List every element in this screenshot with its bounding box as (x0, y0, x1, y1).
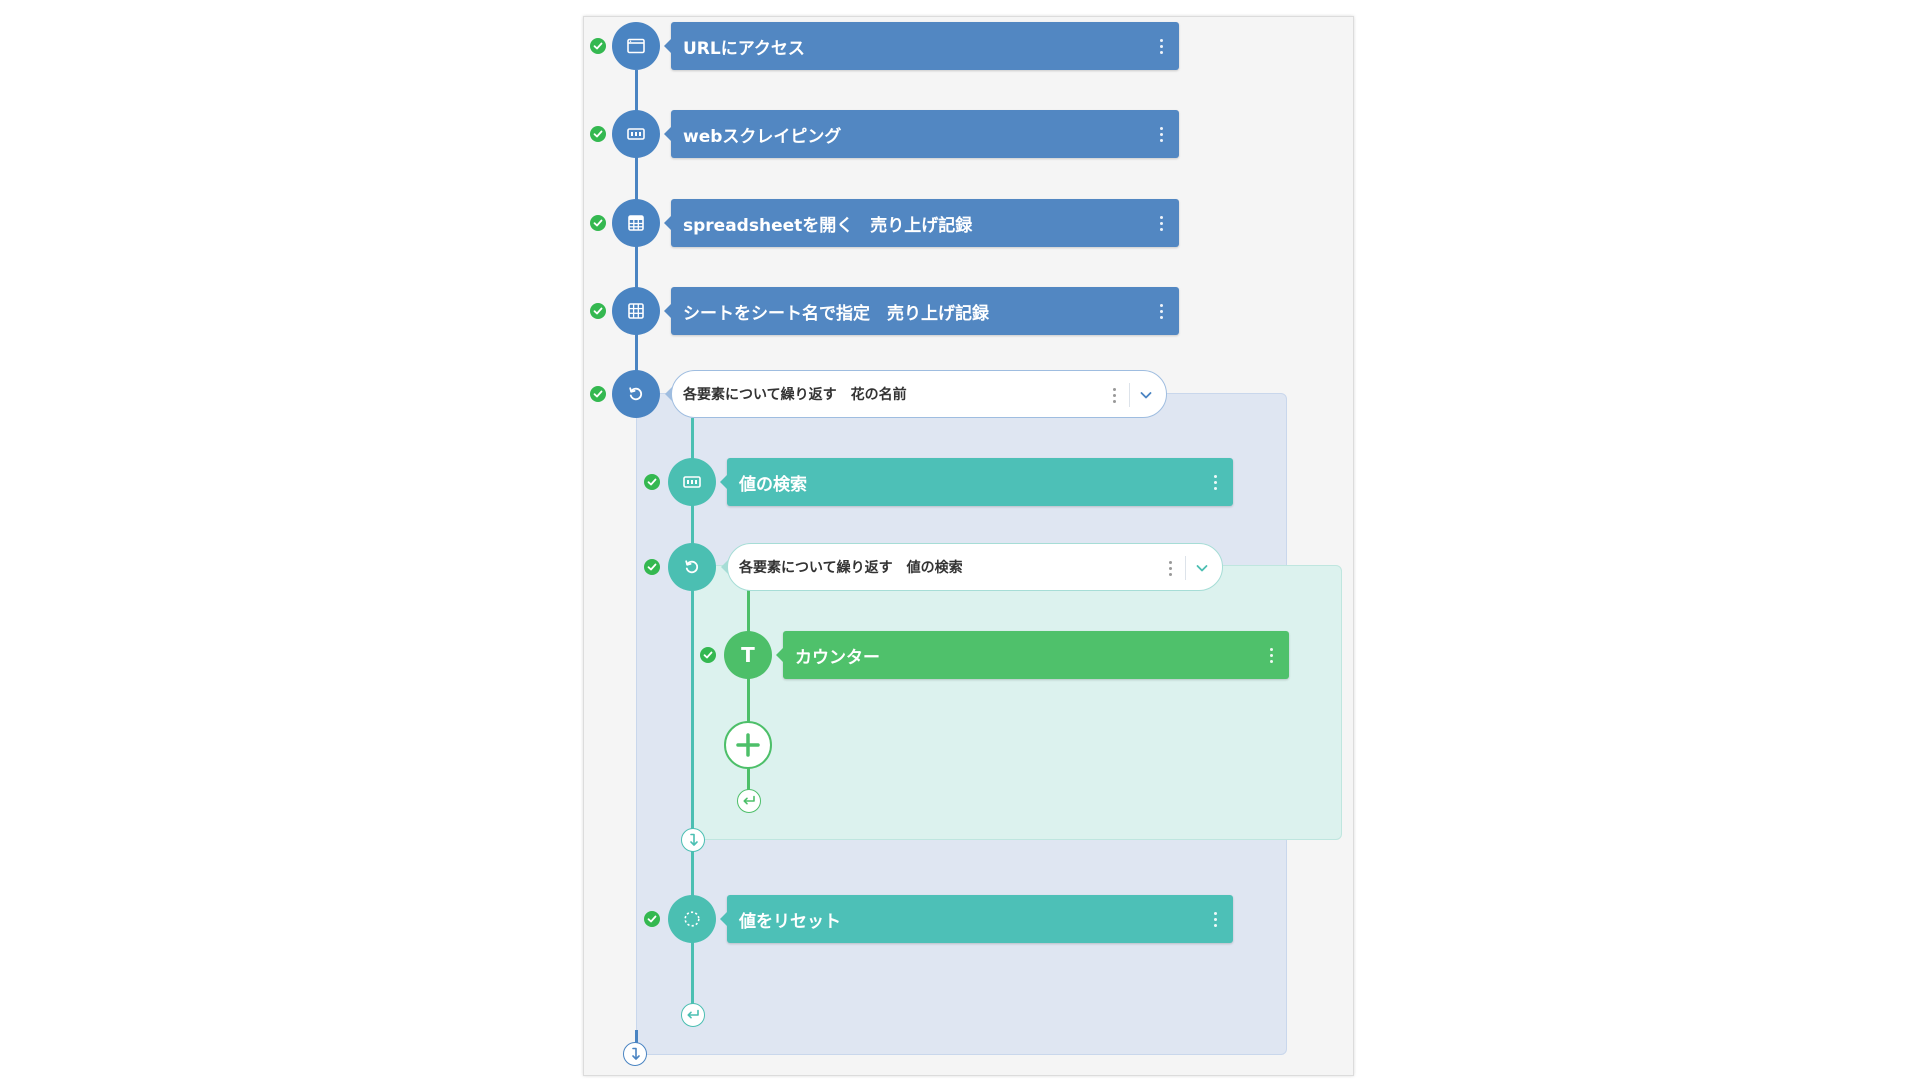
more-menu-icon[interactable] (1162, 556, 1178, 580)
step-open-spreadsheet[interactable]: spreadsheetを開く 売り上げ記録 (664, 199, 1179, 247)
step-check-icon (644, 911, 660, 927)
outer-loop-connector-line (691, 418, 694, 1020)
more-menu-icon[interactable] (1153, 122, 1169, 146)
step-check-icon (590, 215, 606, 231)
step-counter[interactable]: カウンター (776, 631, 1289, 679)
divider (1129, 383, 1130, 407)
loop-label: 各要素について繰り返す 花の名前 (683, 387, 907, 403)
step-check-icon (700, 647, 716, 663)
step-check-icon (590, 303, 606, 319)
scraping-icon[interactable] (612, 110, 660, 158)
step-label: URLにアクセス (683, 38, 805, 59)
chevron-down-icon[interactable] (1138, 387, 1154, 403)
more-menu-icon[interactable] (1153, 34, 1169, 58)
step-check-icon (644, 559, 660, 575)
step-check-icon (590, 126, 606, 142)
step-url-access[interactable]: URLにアクセス (664, 22, 1179, 70)
dotted-circle-icon[interactable] (668, 895, 716, 943)
more-menu-icon[interactable] (1263, 643, 1279, 667)
step-label: 値の検索 (739, 474, 807, 495)
outer-loop-header[interactable]: 各要素について繰り返す 花の名前 (665, 370, 1167, 418)
inner-loop-region (692, 565, 1342, 840)
step-label: webスクレイピング (683, 126, 842, 147)
more-menu-icon[interactable] (1153, 211, 1169, 235)
step-label: シートをシート名で指定 売り上げ記録 (683, 303, 989, 324)
outer-loop-exit-icon[interactable] (623, 1042, 647, 1066)
more-menu-icon[interactable] (1106, 383, 1122, 407)
inner-loop-header[interactable]: 各要素について繰り返す 値の検索 (721, 543, 1223, 591)
more-menu-icon[interactable] (1207, 907, 1223, 931)
inner-loop-exit-icon[interactable] (681, 828, 705, 852)
step-select-sheet[interactable]: シートをシート名で指定 売り上げ記録 (664, 287, 1179, 335)
outer-loop-return-icon[interactable] (681, 1003, 705, 1027)
more-menu-icon[interactable] (1207, 470, 1223, 494)
text-t-icon[interactable]: T (724, 631, 772, 679)
divider (1185, 556, 1186, 580)
step-check-icon (590, 386, 606, 402)
browser-window-icon[interactable] (612, 22, 660, 70)
scraping-icon[interactable] (668, 458, 716, 506)
counter-icon-letter: T (741, 643, 755, 667)
step-reset-value[interactable]: 値をリセット (720, 895, 1233, 943)
plus-icon (736, 733, 760, 757)
step-label: spreadsheetを開く 売り上げ記録 (683, 215, 973, 236)
loop-label: 各要素について繰り返す 値の検索 (739, 560, 963, 576)
sheet-grid-icon[interactable] (612, 287, 660, 335)
spreadsheet-icon[interactable] (612, 199, 660, 247)
inner-loop-return-icon[interactable] (737, 789, 761, 813)
main-connector-line-bottom (635, 1030, 638, 1050)
step-check-icon (644, 474, 660, 490)
loop-icon[interactable] (612, 370, 660, 418)
step-label: 値をリセット (739, 911, 841, 932)
loop-icon[interactable] (668, 543, 716, 591)
more-menu-icon[interactable] (1153, 299, 1169, 323)
inner-loop-connector-line (747, 590, 750, 795)
step-web-scraping[interactable]: webスクレイピング (664, 110, 1179, 158)
chevron-down-icon[interactable] (1194, 560, 1210, 576)
add-step-button[interactable] (724, 721, 772, 769)
step-label: カウンター (795, 647, 880, 668)
step-check-icon (590, 38, 606, 54)
step-search-value[interactable]: 値の検索 (720, 458, 1233, 506)
